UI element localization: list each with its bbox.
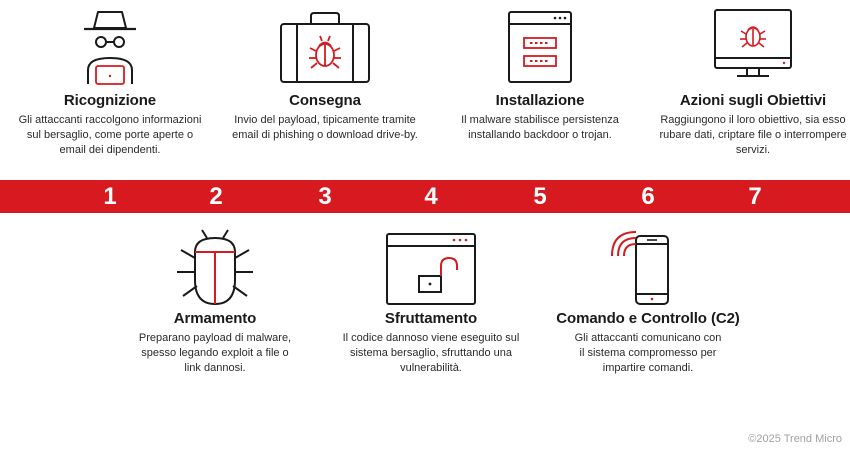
phone-signal-icon: [611, 231, 669, 305]
briefcase-bug-icon: [280, 12, 370, 83]
bug-icon: [177, 229, 253, 306]
step-number-5: 5: [533, 183, 547, 210]
step-description: Il malware stabilisce persistenza instal…: [461, 114, 619, 141]
hacker-spy-icon: [84, 11, 136, 85]
copyright-notice: ©2025 Trend Micro: [748, 433, 842, 445]
step-description: Invio del payload, tipicamente tramite e…: [232, 114, 418, 141]
step-command-and-control: Comando e Controllo (C2) Gli attaccanti …: [548, 228, 748, 376]
step-description: Il codice dannoso viene eseguito sul sis…: [342, 332, 520, 374]
server-window-icon: [508, 11, 572, 83]
step-number-1: 1: [103, 183, 117, 210]
step-number-2: 2: [209, 183, 223, 210]
step-number-4: 4: [424, 183, 438, 210]
step-title: Sfruttamento: [384, 310, 478, 327]
monitor-bug-icon: [714, 9, 792, 77]
step-title: Armamento: [173, 310, 257, 327]
step-number-7: 7: [748, 183, 762, 210]
step-description: Raggiungono il loro obiettivo, sia esso …: [659, 114, 847, 156]
step-exploitation: Sfruttamento Il codice dannoso viene ese…: [336, 228, 526, 376]
step-description: Gli attaccanti raccolgono informazioni s…: [18, 114, 202, 156]
step-title: Installazione: [495, 92, 585, 109]
step-number-6: 6: [641, 183, 655, 210]
step-number-band: 1 2 3 4 5 6 7: [0, 180, 850, 213]
step-description: Gli attaccanti comunicano con il sistema…: [574, 332, 722, 374]
browser-unlocked-padlock-icon: [386, 233, 476, 305]
step-actions-on-objectives: Azioni sugli Obiettivi Raggiungono il lo…: [658, 8, 848, 158]
step-number-3: 3: [318, 183, 332, 210]
step-delivery: Consegna Invio del payload, tipicamente …: [230, 8, 420, 143]
step-title: Consegna: [289, 92, 361, 109]
step-recognition: Ricognizione Gli attaccanti raccolgono i…: [15, 8, 205, 158]
step-description: Preparano payload di malware, spesso leg…: [138, 332, 292, 374]
step-weaponization: Armamento Preparano payload di malware, …: [120, 228, 310, 376]
step-title: Azioni sugli Obiettivi: [679, 92, 827, 109]
step-installation: Installazione Il malware stabilisce pers…: [445, 8, 635, 143]
step-title: Ricognizione: [63, 92, 157, 109]
step-title: Comando e Controllo (C2): [556, 310, 740, 327]
